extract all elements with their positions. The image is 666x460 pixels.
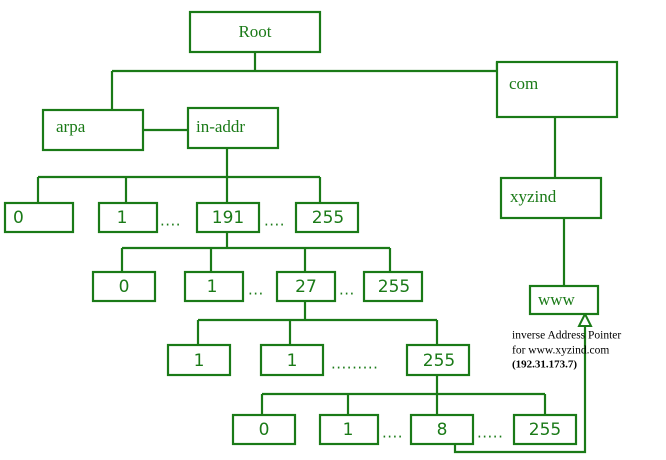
node-www-box[interactable] <box>528 284 600 316</box>
octet2-box-1[interactable] <box>183 270 245 303</box>
octet4-label-255: 255 <box>529 420 561 440</box>
annotation-line-2: for www.xyzind.com <box>512 345 609 357</box>
octet2-ellipsis-0: ... <box>248 281 264 299</box>
connector-group <box>36 52 593 454</box>
octet4-box-1[interactable] <box>318 413 380 446</box>
octet4-box-0[interactable] <box>231 413 297 446</box>
octet2-label-27: 27 <box>295 277 317 297</box>
octet2-label-0: 0 <box>119 277 130 297</box>
octet-row-4: 0 1 .... 8 ..... 255 <box>231 413 578 446</box>
octet3-box-1a[interactable] <box>166 343 232 377</box>
node-com-label: com <box>509 74 538 93</box>
node-arpa-label: arpa <box>56 117 86 136</box>
octet1-label-0: 0 <box>13 208 24 228</box>
node-xyzind-label: xyzind <box>510 187 557 206</box>
node-com-box[interactable] <box>495 60 619 119</box>
annotation-line-3: (192.31.173.7) <box>512 359 577 371</box>
node-root-label: Root <box>238 22 271 41</box>
octet-row-3: 1 1 ......... 255 <box>166 343 471 377</box>
octet3-label-1b: 1 <box>287 351 298 371</box>
octet3-ellipsis-0: ......... <box>331 355 378 373</box>
octet1-ellipsis-1: .... <box>264 212 285 230</box>
octet3-box-255[interactable] <box>405 343 471 377</box>
octet4-label-1: 1 <box>343 420 354 440</box>
annotation-line-1: inverse Address Pointer <box>512 330 621 342</box>
octet4-ellipsis-1: ..... <box>477 424 503 442</box>
octet1-box-191[interactable] <box>195 201 261 234</box>
node-xyzind[interactable]: xyzind <box>499 176 603 220</box>
octet2-box-27[interactable] <box>275 270 337 303</box>
octet-row-2: 0 1 ... 27 ... 255 <box>91 270 424 303</box>
octet1-label-255: 255 <box>312 208 344 228</box>
octet4-box-255[interactable] <box>512 413 578 446</box>
octet2-label-1: 1 <box>207 277 218 297</box>
node-root-box[interactable] <box>188 10 322 54</box>
node-com[interactable]: com <box>495 60 619 119</box>
octet2-label-255: 255 <box>378 277 410 297</box>
octet4-ellipsis-0: .... <box>382 424 403 442</box>
node-arpa-box[interactable] <box>41 108 145 152</box>
link-inverse-pointer <box>453 322 587 454</box>
node-www[interactable]: www <box>528 284 600 316</box>
octet3-label-1a: 1 <box>194 351 205 371</box>
octet1-box-0[interactable] <box>3 201 75 234</box>
octet1-box-1[interactable] <box>97 201 159 234</box>
octet2-box-0[interactable] <box>91 270 157 303</box>
octet3-box-1b[interactable] <box>259 343 325 377</box>
inverse-pointer-arrowhead <box>577 311 593 327</box>
octet1-box-255[interactable] <box>294 201 360 234</box>
octet1-ellipsis-0: .... <box>160 212 181 230</box>
node-in-addr-label: in-addr <box>196 117 245 136</box>
node-www-label: www <box>538 290 576 309</box>
octet4-label-0: 0 <box>259 420 270 440</box>
node-xyzind-box[interactable] <box>499 176 603 220</box>
octet-row-1: 0 1 .... 191 .... 255 <box>3 201 360 234</box>
node-arpa[interactable]: arpa <box>41 108 145 152</box>
node-in-addr-box[interactable] <box>186 106 280 150</box>
inverse-pointer-annotation: inverse Address Pointer for www.xyzind.c… <box>512 330 621 371</box>
octet1-label-1: 1 <box>117 208 128 228</box>
node-root[interactable]: Root <box>188 10 322 54</box>
octet2-box-255[interactable] <box>362 270 424 303</box>
node-in-addr[interactable]: in-addr <box>186 106 280 150</box>
octet4-label-8: 8 <box>437 420 448 440</box>
octet4-box-8[interactable] <box>409 413 475 446</box>
octet2-ellipsis-1: ... <box>339 281 355 299</box>
octet1-label-191: 191 <box>212 208 244 228</box>
octet3-label-255: 255 <box>423 351 455 371</box>
